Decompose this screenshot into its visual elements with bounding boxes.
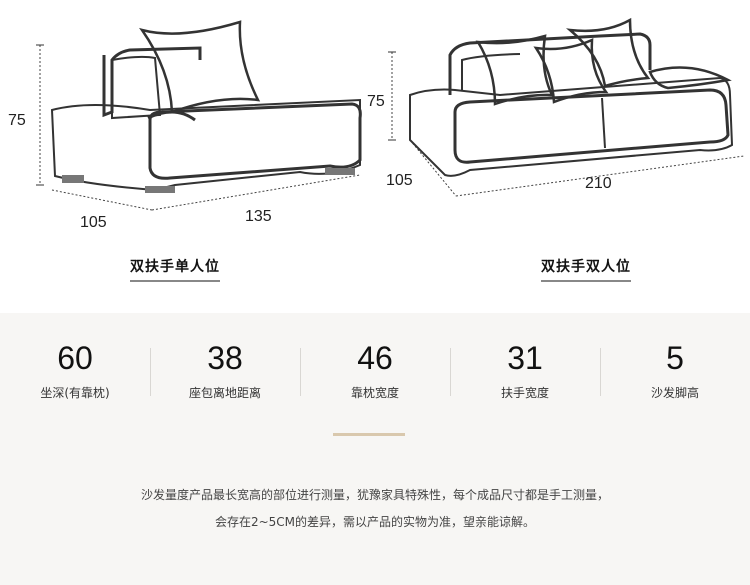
disclaimer-line-2: 会存在2~5CM的差异，需以产品的实物为准，望亲能谅解。 — [214, 515, 536, 529]
spec-caption: 坐深(有靠枕) — [40, 386, 110, 400]
spec-row: 60 坐深(有靠枕) 38 座包离地距离 46 靠枕宽度 31 扶手宽度 5 沙… — [0, 330, 750, 410]
spec-value: 60 — [57, 340, 93, 376]
double-sofa-label: 双扶手双人位 — [541, 256, 631, 282]
spec-value: 5 — [666, 340, 684, 376]
single-sofa-drawing — [36, 17, 745, 211]
spec-caption: 靠枕宽度 — [350, 386, 399, 400]
double-height-dimension: 75 — [367, 93, 385, 110]
spec-armrest-width: 31 扶手宽度 — [450, 330, 600, 410]
spec-pillow-width: 46 靠枕宽度 — [300, 330, 450, 410]
single-width-dimension: 135 — [245, 208, 272, 225]
single-depth-dimension: 105 — [80, 214, 107, 231]
disclaimer-line-1: 沙发量度产品最长宽高的部位进行测量，犹豫家具特殊性，每个成品尺寸都是手工测量， — [140, 488, 609, 502]
accent-divider — [333, 433, 405, 436]
single-height-dimension: 75 — [8, 112, 26, 129]
spec-value: 46 — [357, 340, 393, 376]
spec-caption: 座包离地距离 — [188, 386, 261, 400]
spec-caption: 扶手宽度 — [500, 386, 549, 400]
spec-seat-height: 38 座包离地距离 — [150, 330, 300, 410]
double-depth-dimension: 105 — [386, 172, 413, 189]
spec-value: 31 — [507, 340, 543, 376]
single-sofa-label: 双扶手单人位 — [130, 256, 220, 282]
spec-leg-height: 5 沙发脚高 — [600, 330, 750, 410]
product-diagram-panel: 75 105 135 75 105 210 双扶手单人位 双扶手双人位 — [0, 0, 750, 313]
spec-value: 38 — [207, 340, 243, 376]
spec-seat-depth: 60 坐深(有靠枕) — [0, 330, 150, 410]
double-width-dimension: 210 — [585, 175, 612, 192]
spec-caption: 沙发脚高 — [650, 386, 699, 400]
